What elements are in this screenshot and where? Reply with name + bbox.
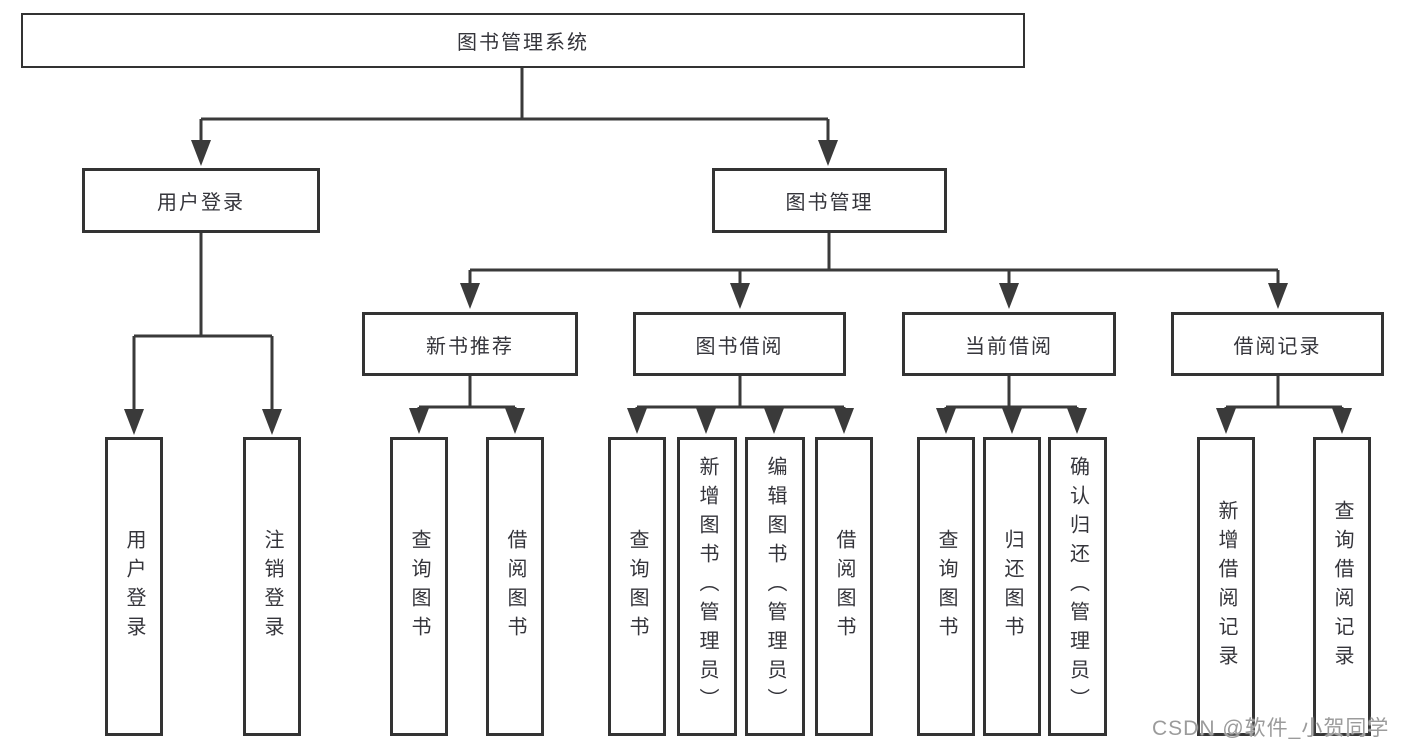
node-user-login-label: 用户登录: [157, 192, 245, 214]
leaf-add-borrow-record-label: 新增借阅记录: [1215, 499, 1237, 674]
node-new-book-recommendation-label: 新书推荐: [426, 335, 514, 358]
leaf-return-books-label: 归还图书: [1001, 528, 1023, 645]
leaf-edit-book-admin-label: 编辑图书（管理员）: [764, 456, 786, 717]
node-current-borrowing-label: 当前借阅: [965, 335, 1053, 358]
node-book-management-label: 图书管理: [785, 192, 874, 214]
node-book-borrowing: 图书借阅: [633, 312, 846, 376]
node-borrowing-records-label: 借阅记录: [1233, 335, 1322, 358]
node-library-system: 图书管理系统: [21, 13, 1025, 68]
leaf-edit-book-admin: 编辑图书（管理员）: [745, 437, 805, 736]
leaf-confirm-return-admin-label: 确认归还（管理员）: [1066, 456, 1089, 717]
leaf-borrow-books-borrowing: 借阅图书: [815, 437, 873, 736]
leaf-user-login: 用户登录: [105, 437, 163, 736]
leaf-query-books-borrowing-label: 查询图书: [626, 528, 648, 645]
leaf-logout: 注销登录: [243, 437, 301, 736]
leaf-query-books-borrowing: 查询图书: [608, 437, 666, 736]
leaf-query-borrow-record: 查询借阅记录: [1313, 437, 1371, 736]
leaf-borrow-books-recommend: 借阅图书: [486, 437, 544, 736]
leaf-borrow-books-recommend-label: 借阅图书: [504, 528, 526, 645]
leaf-query-books-current-label: 查询图书: [935, 528, 957, 645]
node-book-borrowing-label: 图书借阅: [695, 335, 784, 358]
node-borrowing-records: 借阅记录: [1171, 312, 1384, 376]
node-book-management: 图书管理: [712, 168, 947, 233]
leaf-logout-label: 注销登录: [261, 528, 283, 645]
leaf-query-borrow-record-label: 查询借阅记录: [1331, 499, 1353, 674]
node-current-borrowing: 当前借阅: [902, 312, 1116, 376]
leaf-query-books-current: 查询图书: [917, 437, 975, 736]
node-new-book-recommendation: 新书推荐: [362, 312, 578, 376]
node-library-system-label: 图书管理系统: [457, 32, 589, 54]
leaf-borrow-books-borrowing-label: 借阅图书: [833, 528, 855, 645]
leaf-query-books-recommend-label: 查询图书: [408, 528, 430, 645]
node-user-login: 用户登录: [82, 168, 320, 233]
watermark: CSDN @软件_小贺同学: [1152, 717, 1390, 740]
leaf-add-borrow-record: 新增借阅记录: [1197, 437, 1255, 736]
leaf-confirm-return-admin: 确认归还（管理员）: [1048, 437, 1107, 736]
leaf-return-books: 归还图书: [983, 437, 1041, 736]
leaf-query-books-recommend: 查询图书: [390, 437, 448, 736]
leaf-add-book-admin-label: 新增图书（管理员）: [696, 456, 718, 717]
leaf-add-book-admin: 新增图书（管理员）: [677, 437, 737, 736]
leaf-user-login-label: 用户登录: [123, 528, 145, 645]
